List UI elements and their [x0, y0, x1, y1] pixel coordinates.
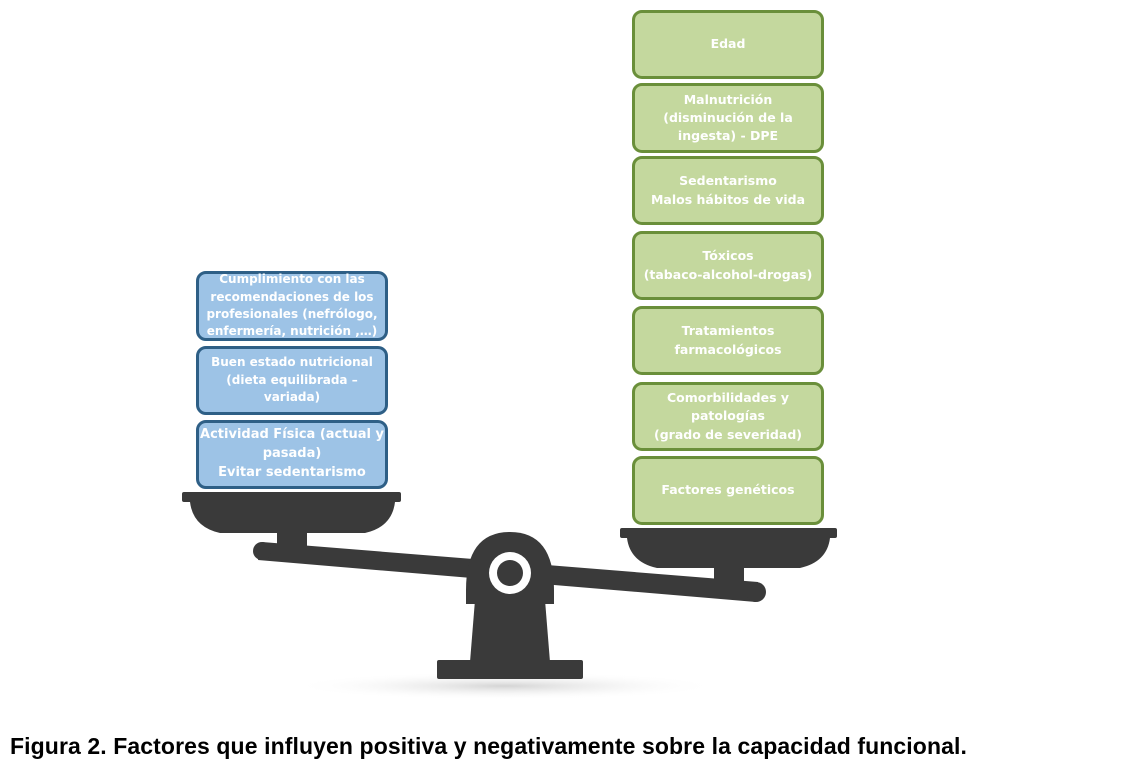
left-pan	[182, 492, 401, 547]
negative-factor-sedentarism: Sedentarismo Malos hábitos de vida	[632, 156, 824, 225]
negative-factor-malnutrition: Malnutrición (disminución de la ingesta)…	[632, 83, 824, 153]
positive-factor-compliance: Cumplimiento con las recomendaciones de …	[196, 271, 388, 341]
negative-factor-toxics: Tóxicos (tabaco-alcohol-drogas)	[632, 231, 824, 300]
negative-factor-comorbidities: Comorbilidades y patologías (grado de se…	[632, 382, 824, 451]
negative-factor-age: Edad	[632, 10, 824, 79]
figure-caption: Figura 2. Factores que influyen positiva…	[10, 733, 967, 759]
positive-factor-nutrition: Buen estado nutricional (dieta equilibra…	[196, 346, 388, 415]
negative-factor-genetics: Factores genéticos	[632, 456, 824, 525]
right-pan	[620, 528, 837, 588]
scale-fulcrum	[437, 532, 583, 679]
positive-factor-physical-activity: Actividad Física (actual y pasada) Evita…	[196, 420, 388, 489]
negative-factor-treatments: Tratamientos farmacológicos	[632, 306, 824, 375]
ground-shadow	[290, 672, 720, 700]
